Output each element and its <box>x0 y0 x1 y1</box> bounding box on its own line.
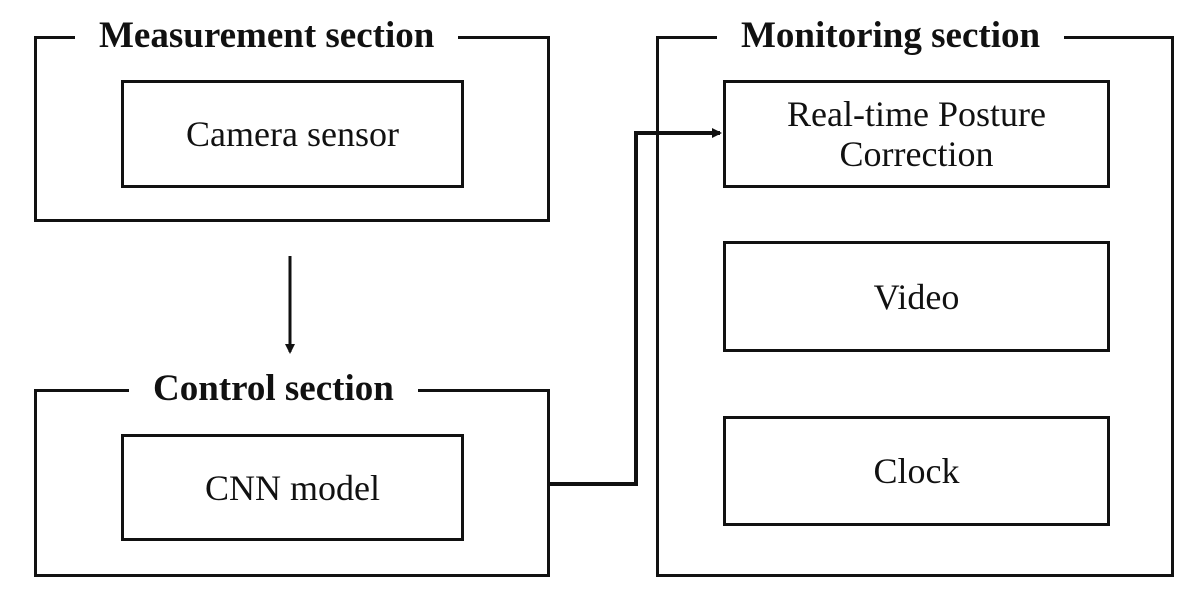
video-label: Video <box>873 276 960 317</box>
measurement-section-title: Measurement section <box>75 13 459 59</box>
measurement-section: Measurement section <box>34 13 550 222</box>
monitoring-section-title: Monitoring section <box>717 13 1065 59</box>
camera-sensor-label: Camera sensor <box>186 114 399 154</box>
camera-sensor-box: Camera sensor <box>121 80 464 188</box>
clock-label: Clock <box>873 451 960 491</box>
clock-box: Clock <box>723 416 1110 526</box>
cnn-model-label: CNN model <box>205 467 380 508</box>
cnn-model-box: CNN model <box>121 434 464 541</box>
posture-correction-label-line-1: Real-time Posture <box>787 94 1046 134</box>
video-box: Video <box>723 241 1110 352</box>
posture-correction-label-line-2: Correction <box>839 134 994 174</box>
monitoring-section: Monitoring section <box>656 13 1174 577</box>
posture-correction-box: Real-time Posture Correction <box>723 80 1110 188</box>
control-section-title: Control section <box>129 366 418 412</box>
control-section: Control section <box>34 366 550 577</box>
